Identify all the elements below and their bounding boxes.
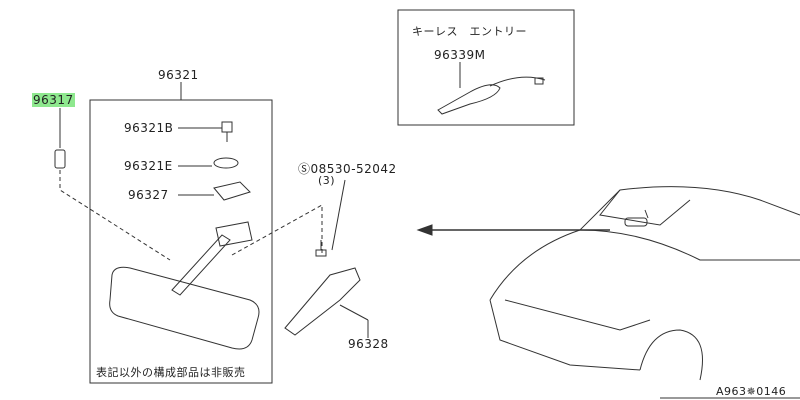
- keyless-box: [397, 9, 575, 126]
- mirror-arm: [171, 234, 231, 296]
- part-96317: [54, 149, 66, 169]
- part-label-96317[interactable]: 96317: [32, 93, 75, 107]
- cap-96321E: [213, 157, 239, 169]
- keyless-entry-title: キーレス エントリー: [412, 25, 527, 38]
- part-label-08530-52042[interactable]: Ⓢ08530-52042: [298, 162, 397, 176]
- not-sold-separately-note: 表記以外の構成部品は非販売: [96, 366, 246, 379]
- diagram-code: A963✵0146: [716, 385, 787, 398]
- screw-96321B: [221, 121, 233, 142]
- part-label-96321[interactable]: 96321: [158, 68, 199, 82]
- part-label-96327[interactable]: 96327: [128, 188, 169, 202]
- part-label-96321b[interactable]: 96321B: [124, 121, 174, 135]
- bolt-part-number: 08530-52042: [310, 162, 397, 176]
- bolt-08530: [315, 240, 327, 257]
- part-label-96339m[interactable]: 96339M: [434, 48, 486, 62]
- rearview-mirror: [109, 266, 260, 350]
- cover-96328: [284, 267, 361, 336]
- keyless-mirror-part: [437, 84, 501, 115]
- part-label-96321e[interactable]: 96321E: [124, 159, 173, 173]
- bracket-96327: [213, 181, 251, 201]
- part-label-96328[interactable]: 96328: [348, 337, 389, 351]
- car-illustration: [489, 186, 800, 381]
- bolt-quantity: (3): [318, 174, 336, 187]
